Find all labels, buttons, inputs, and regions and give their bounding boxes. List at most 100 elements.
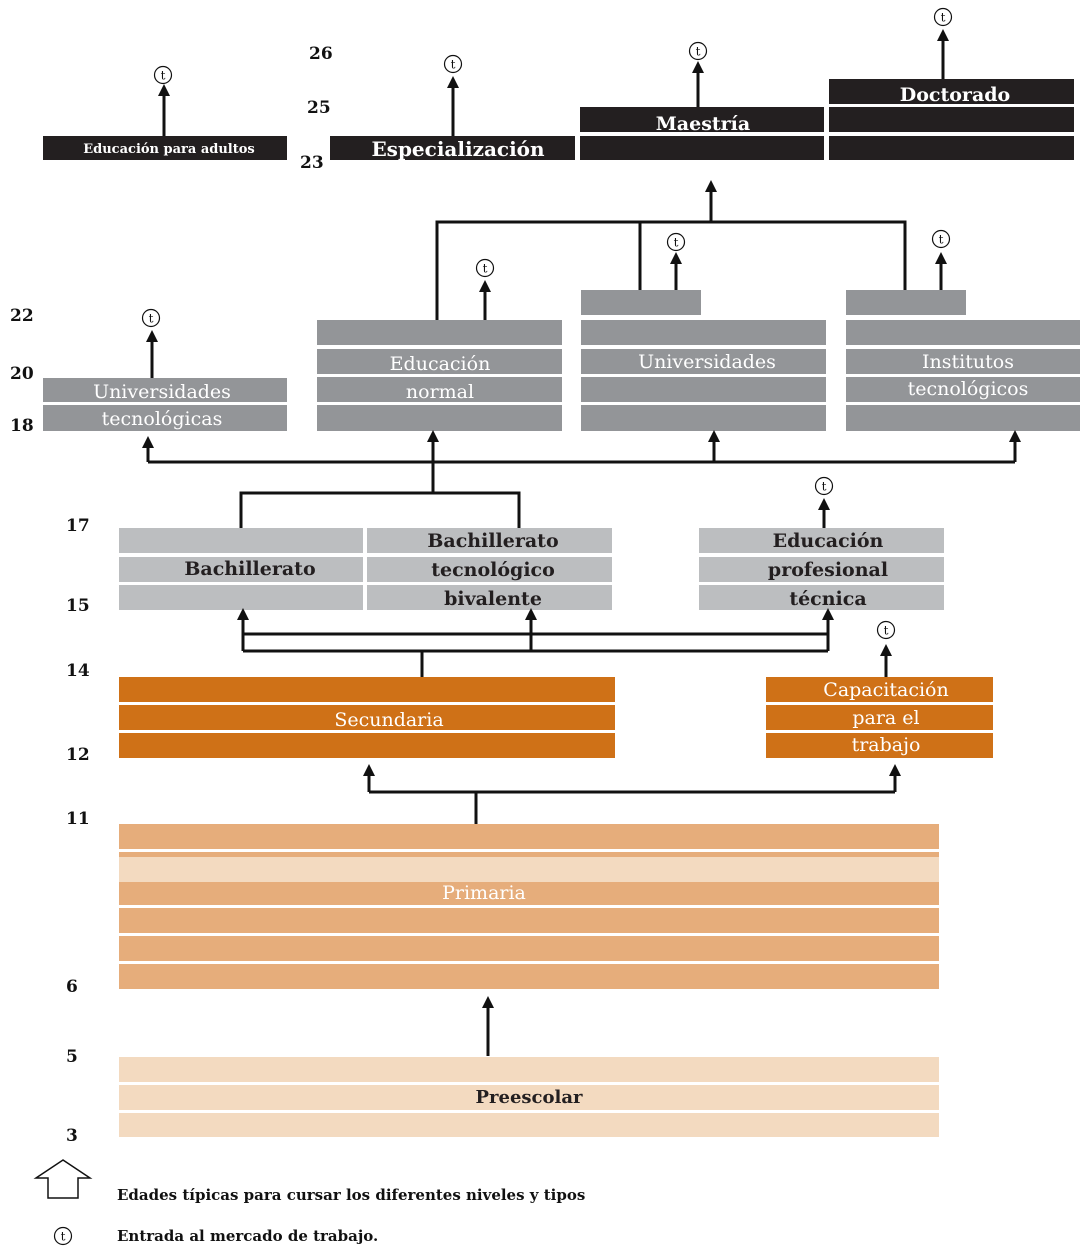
normal-row-1 <box>317 320 562 345</box>
age-26: 26 <box>309 44 333 64</box>
cap-label-2: para el <box>852 707 919 729</box>
doctorado-row-3 <box>829 136 1074 160</box>
normal-row-3 <box>317 377 562 402</box>
line-super-bracket <box>435 220 907 320</box>
age-12: 12 <box>66 745 90 765</box>
legend-t-text: Entrada al mercado de trabajo. <box>117 1227 378 1245</box>
prof-label-2: profesional <box>768 559 888 581</box>
bach-tec-row-2 <box>367 557 612 582</box>
normal-row-2 <box>317 349 562 374</box>
maestria-row-1 <box>580 107 824 132</box>
univ-row-4 <box>581 405 826 431</box>
inst-row-4 <box>846 405 1080 431</box>
cap-label-1: Capacitación <box>823 679 948 701</box>
inst-row-3 <box>846 377 1080 402</box>
doctorado-row-2 <box>829 107 1074 132</box>
superior-group <box>43 290 1080 431</box>
preescolar-row-1b <box>119 857 939 882</box>
svg-text:t: t <box>149 312 154 326</box>
preescolar-label: Preescolar <box>475 1087 583 1108</box>
age-18: 18 <box>10 416 34 436</box>
age-3: 3 <box>66 1126 78 1146</box>
age-6: 6 <box>66 977 78 997</box>
secundaria-label: Secundaria <box>334 709 443 731</box>
prof-row-2 <box>699 557 944 582</box>
bach-tec-row-3 <box>367 585 612 610</box>
age-14: 14 <box>66 661 90 681</box>
bachillerato-label: Bachillerato <box>184 558 315 580</box>
secundaria-row-3 <box>119 733 615 758</box>
prof-row-3 <box>699 585 944 610</box>
connectors <box>142 29 1021 1056</box>
univ-tec-label-1: Universidades <box>93 381 231 403</box>
t-marker-maestria: t <box>688 41 708 61</box>
bach-tec-label-2: tecnológico <box>431 559 555 581</box>
univ-row-2 <box>581 349 826 374</box>
legend-t-icon <box>53 1226 73 1246</box>
legend-t-symbol: t <box>61 1230 66 1244</box>
svg-text:t: t <box>161 69 166 83</box>
legend: t Edades típicas para cursar los diferen… <box>33 1159 585 1246</box>
secundaria-group <box>119 677 993 758</box>
age-5: 5 <box>66 1047 78 1067</box>
inst-label-1: Institutos <box>922 351 1014 373</box>
preescolar-row: Preescolar <box>119 1085 939 1110</box>
age-11: 11 <box>66 809 90 829</box>
t-marker-adultos: t <box>153 65 173 85</box>
primaria-row-1 <box>119 824 939 849</box>
bach-row-2 <box>119 557 363 582</box>
age-15: 15 <box>66 596 90 616</box>
univ-row-0 <box>581 290 701 315</box>
t-marker-doctorado: t <box>933 7 953 27</box>
media-group <box>119 528 944 610</box>
legend-arrow-text: Edades típicas para cursar los diferente… <box>117 1186 585 1204</box>
especializacion-label: Especialización <box>371 137 545 161</box>
univ-tec-row-2 <box>43 405 287 431</box>
prof-row-1 <box>699 528 944 553</box>
svg-text:t: t <box>939 233 944 247</box>
prof-label-1: Educación <box>773 530 884 552</box>
t-marker-univ: t <box>666 232 686 252</box>
t-markers: t t t t t t t t t t <box>141 7 953 640</box>
adultos-label: Educación para adultos <box>83 142 255 157</box>
svg-text:t: t <box>483 262 488 276</box>
normal-label-2: normal <box>406 381 474 403</box>
secundaria-row-2 <box>119 705 615 730</box>
svg-text:t: t <box>696 45 701 59</box>
posgrado-group <box>43 79 1074 160</box>
svg-text:t: t <box>451 58 456 72</box>
primaria-row-6 <box>119 964 939 989</box>
univ-tec-label-2: tecnológicas <box>102 408 223 430</box>
age-23: 23 <box>300 153 324 173</box>
t-marker-inst: t <box>931 229 951 249</box>
svg-text:t: t <box>674 236 679 250</box>
secundaria-row-1 <box>119 677 615 702</box>
adultos-bar <box>43 136 287 160</box>
cap-row-2 <box>766 705 993 730</box>
age-20: 20 <box>10 364 34 384</box>
preescolar-row <box>119 1113 939 1137</box>
inst-row-2 <box>846 349 1080 374</box>
preescolar-block: Preescolar <box>119 1057 939 1137</box>
univ-row-3 <box>581 377 826 402</box>
primaria-row-3 <box>119 880 939 905</box>
t-marker-prof: t <box>814 476 834 496</box>
cap-row-3 <box>766 733 993 758</box>
bach-row-3 <box>119 585 363 610</box>
univ-tec-row-1 <box>43 378 287 402</box>
normal-row-4 <box>317 405 562 431</box>
bach-tec-row-1 <box>367 528 612 553</box>
preescolar-row <box>119 1057 939 1082</box>
age-17: 17 <box>66 516 90 536</box>
bach-tec-label-1: Bachillerato <box>427 530 558 552</box>
preescolar-group <box>119 857 939 882</box>
line-bach-bracket <box>239 491 521 528</box>
primaria-group <box>119 824 939 989</box>
t-marker-univtec: t <box>141 308 161 328</box>
inst-label-2: tecnológicos <box>908 378 1029 400</box>
bach-row-1 <box>119 528 363 553</box>
doctorado-label: Doctorado <box>900 84 1010 106</box>
primaria-row-4 <box>119 908 939 933</box>
legend-arrow-icon <box>33 1159 93 1199</box>
age-25: 25 <box>307 98 331 118</box>
